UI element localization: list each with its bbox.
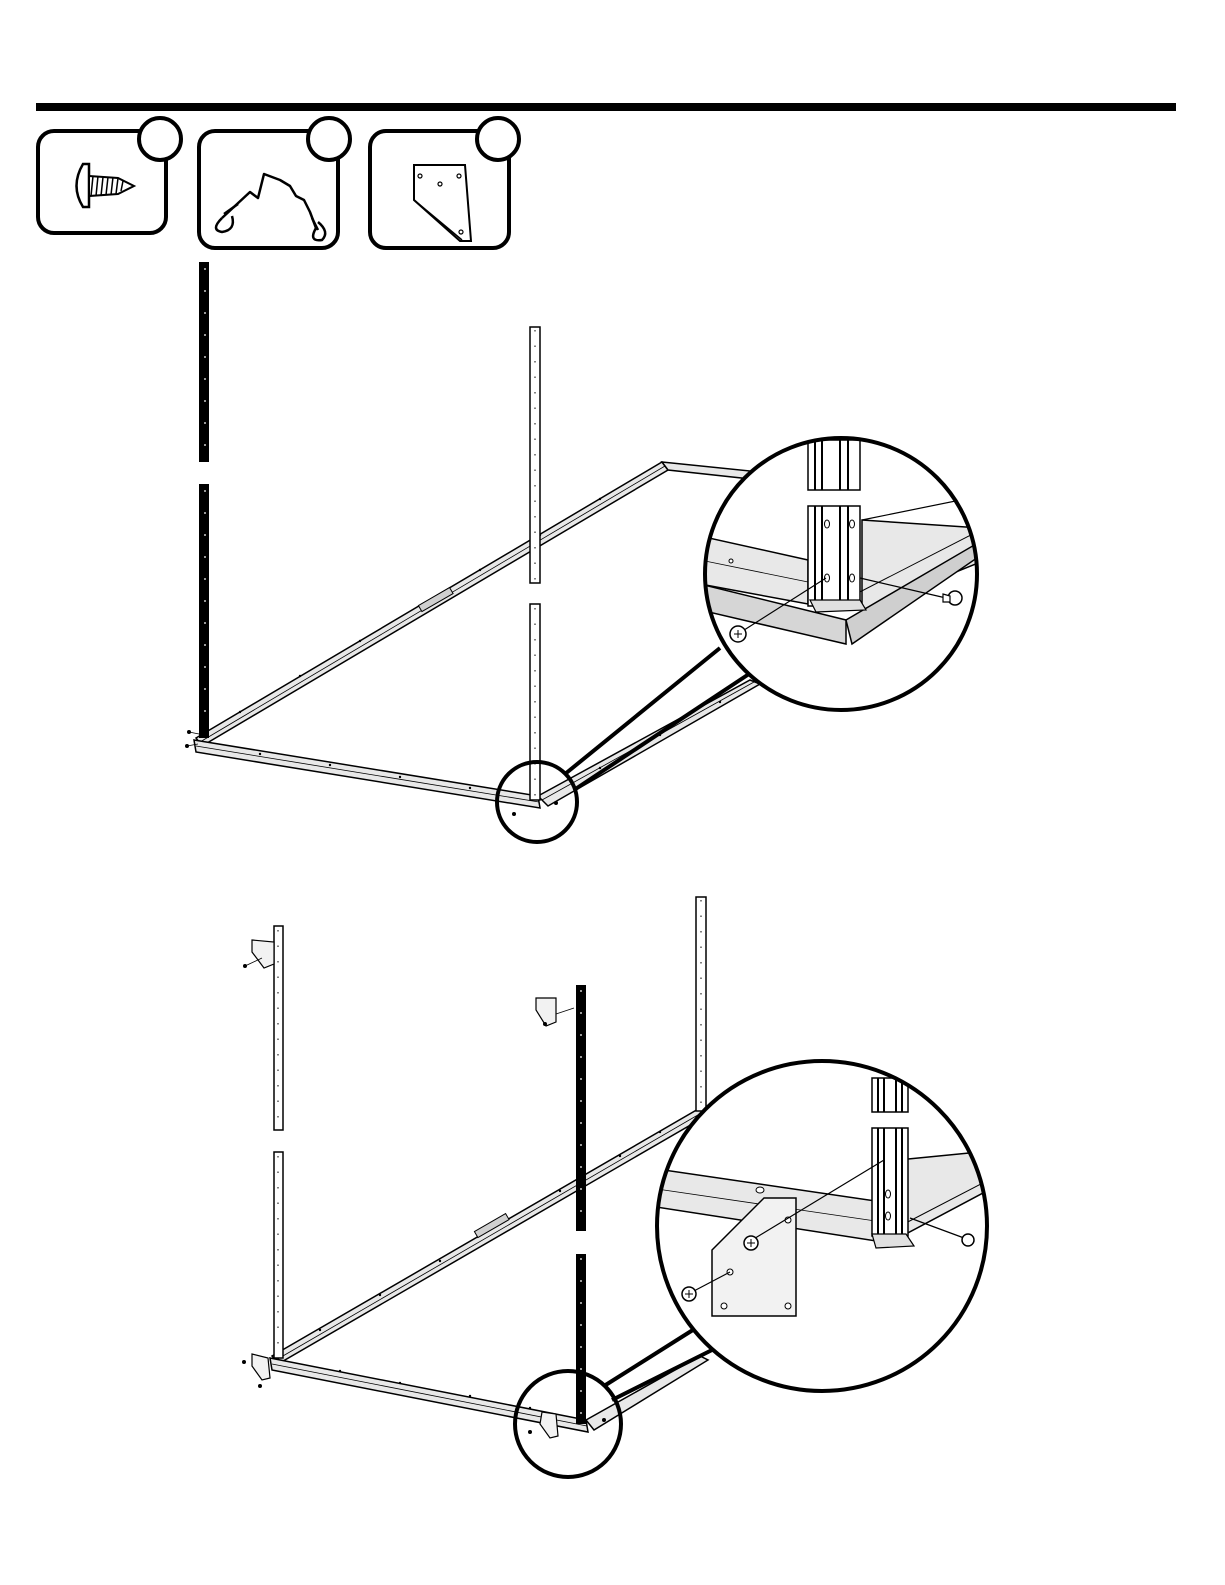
quantity-badge [139,118,181,160]
quantity-badge [308,118,350,160]
parts-box-corner-bracket [370,118,519,248]
parts-box-screw [38,118,181,233]
corner-post-right [530,327,540,800]
corner-post-left [199,262,209,738]
corner-bracket-top-left [243,940,274,968]
corner-bracket-top-right [536,998,574,1026]
corner-post-left [274,926,283,1358]
corner-post-right [576,985,586,1424]
post-to-frame-corner-detail [700,438,1010,710]
header-rule [36,103,1176,111]
floor-frame [194,462,760,808]
corner-bracket-bottom-left [242,1354,270,1388]
parts-box-cable [199,118,350,248]
quantity-badge [477,118,519,160]
screw-icon [962,1234,974,1246]
step-1-diagram [185,262,1010,842]
step-2-diagram [242,897,1000,1477]
bracket-to-frame-corner-detail [650,1061,1000,1391]
corner-post-back [696,897,706,1111]
